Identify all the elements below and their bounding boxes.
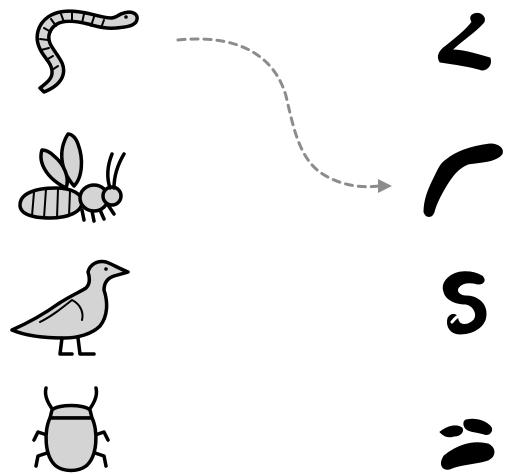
hieratic-glyph-stroke[interactable]: [424, 144, 502, 217]
hieratic-glyph-zigzag[interactable]: [438, 13, 490, 70]
worm-icon[interactable]: [37, 11, 137, 92]
scarab-beetle-icon[interactable]: [34, 388, 108, 471]
connection-arrow: [178, 39, 392, 193]
duck-icon[interactable]: [12, 261, 128, 354]
hieratic-glyph-loop[interactable]: [443, 272, 486, 334]
bee-icon[interactable]: [20, 134, 124, 221]
hieratic-glyph-mark[interactable]: [440, 419, 494, 469]
